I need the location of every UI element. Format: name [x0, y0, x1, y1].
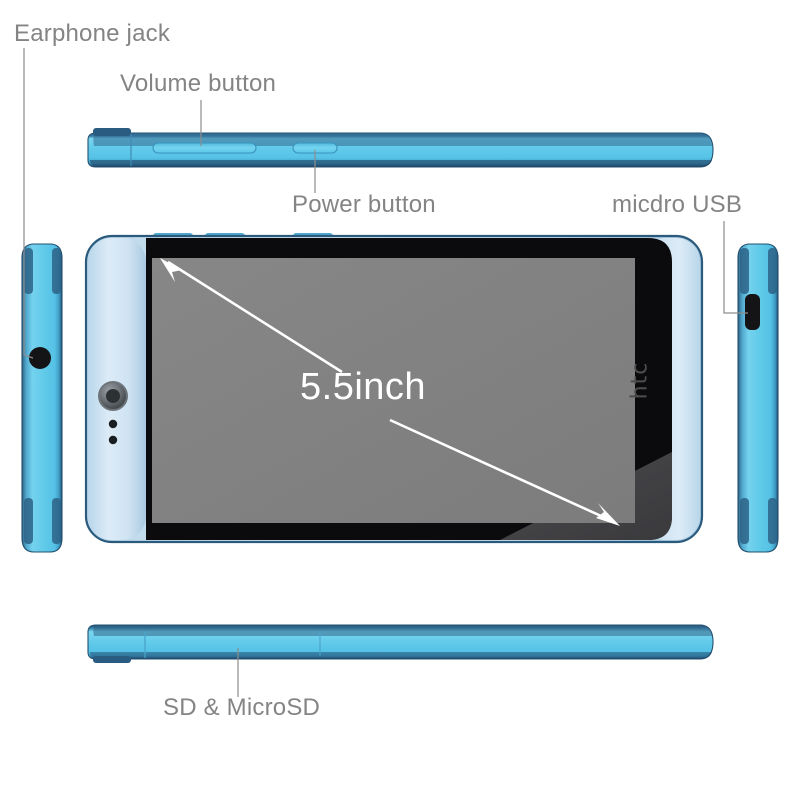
micro-usb-port[interactable] — [745, 294, 760, 330]
label-sd-slot: SD & MicroSD — [163, 694, 321, 721]
label-earphone-jack: Earphone jack — [14, 20, 171, 47]
arrowhead-lower-right — [596, 503, 620, 526]
right-corner-cap-bottom — [740, 498, 749, 544]
left-edge-view — [21, 243, 63, 553]
left-corner-cap-top-r — [52, 248, 61, 294]
left-corner-cap-bottom-r — [52, 498, 61, 544]
bottom-edge-highlight — [93, 625, 713, 636]
top-edge-view — [87, 128, 714, 168]
top-edge-shadow — [90, 160, 712, 167]
label-micro-usb: micdro USB — [612, 191, 743, 218]
right-edge-view — [737, 243, 779, 553]
leader-earphone-jack — [23, 48, 34, 359]
screen-diagonal-arrow — [167, 260, 613, 523]
bottom-edge-view — [87, 624, 714, 663]
screen-size-text: 5.5inch — [300, 366, 427, 408]
arrowhead-upper-left — [160, 258, 182, 282]
leader-micro-usb — [723, 221, 748, 314]
bottom-edge-shadow — [90, 652, 712, 659]
label-volume-button: Volume button — [120, 70, 277, 97]
bottom-edge-corner-cap — [93, 656, 131, 663]
left-corner-cap-top — [24, 248, 33, 294]
brand-logo-text: htc — [627, 361, 653, 400]
front-view — [84, 233, 704, 544]
proximity-sensor-icon — [108, 419, 118, 429]
left-corner-cap-bottom — [24, 498, 33, 544]
right-corner-cap-bottom-r — [768, 498, 777, 544]
right-corner-cap-top — [740, 248, 749, 294]
light-sensor-icon — [108, 435, 118, 445]
top-edge-corner-cap — [93, 128, 131, 136]
left-edge-body — [21, 243, 63, 553]
earphone-jack-port[interactable] — [29, 347, 51, 369]
label-power-button: Power button — [292, 191, 436, 218]
callout-leader-lines — [23, 48, 748, 697]
camera-aperture — [106, 389, 120, 403]
right-corner-cap-top-r — [768, 248, 777, 294]
volume-button[interactable] — [152, 142, 257, 154]
